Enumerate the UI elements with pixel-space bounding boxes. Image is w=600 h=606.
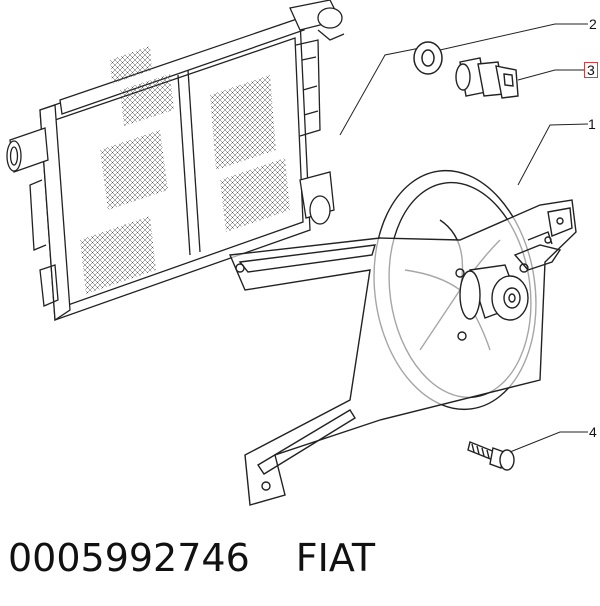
callout-1: 1 xyxy=(588,116,596,132)
part-caption: 0005992746 FIAT xyxy=(8,532,375,584)
exploded-view-drawing xyxy=(6,0,589,506)
callout-2: 2 xyxy=(589,16,597,32)
callout-3-highlighted: 3 xyxy=(584,62,598,78)
part-number: 0005992746 xyxy=(8,536,250,580)
leader-line-part-2 xyxy=(439,23,588,51)
fan-assembly-part-1 xyxy=(228,123,589,506)
washer-part-2 xyxy=(413,41,443,75)
thermal-switch-part-3 xyxy=(455,57,519,99)
leader-line-part-1 xyxy=(517,123,589,186)
bolt-part-4 xyxy=(467,431,588,471)
leader-line-part-4 xyxy=(509,431,588,453)
leader-line-radiator xyxy=(339,47,421,136)
radiator xyxy=(6,0,345,322)
brand-name: FIAT xyxy=(295,536,376,580)
callout-4: 4 xyxy=(589,424,597,440)
leader-line-part-3 xyxy=(517,69,584,81)
